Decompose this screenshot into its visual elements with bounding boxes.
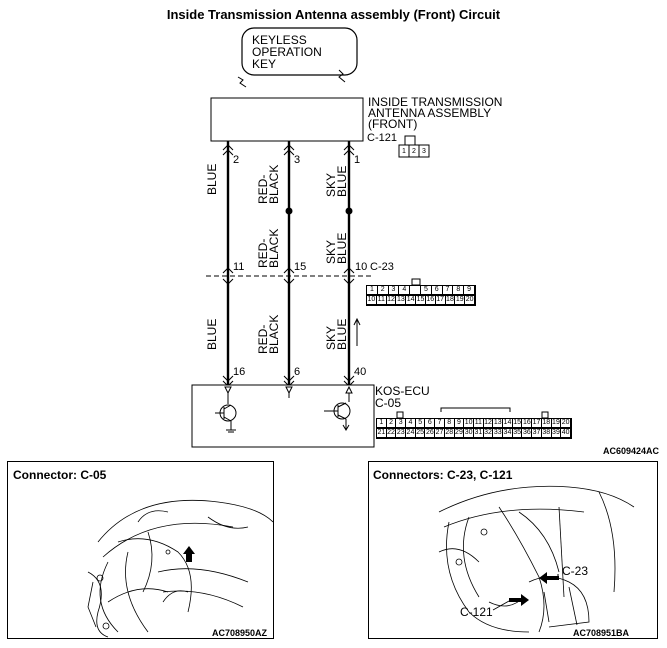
wire-color-label: RED-BLACK <box>256 228 281 268</box>
connector-chevrons-mid <box>222 267 355 285</box>
ecu-internal-circuit <box>215 385 353 433</box>
connector-c05-panel: Connector: C-05 AC708950AZ <box>7 461 274 639</box>
panel-left-code: AC708950AZ <box>212 628 268 638</box>
splice-dot <box>285 207 293 215</box>
splice-dot <box>345 207 353 215</box>
pin-bot-w3: 40 <box>354 366 367 378</box>
c05-label: C-05 <box>375 396 402 410</box>
key-label-3: KEY <box>252 57 277 71</box>
c121-pin-3: 3 <box>422 148 426 155</box>
pin-top-w3: 1 <box>354 154 361 166</box>
wiring-diagram <box>191 27 549 448</box>
console-illustration <box>438 485 635 633</box>
arrow-left-icon <box>539 572 559 584</box>
callout-c121: C-121 <box>460 605 493 619</box>
kos-ecu-box <box>191 384 375 448</box>
key-label-2: OPERATION <box>252 45 322 59</box>
wire-color-label: RED-BLACK <box>256 164 281 204</box>
dashboard-illustration <box>87 499 273 638</box>
signal-icon <box>338 69 346 83</box>
wire-color-label: BLUE <box>205 163 219 195</box>
c23-label: C-23 <box>370 261 394 273</box>
panel-right-code: AC708951BA <box>573 628 630 638</box>
antenna-label-1: INSIDE TRANSMISSION <box>368 95 503 109</box>
connector-c23-c121-panel: Connectors: C-23, C-121 C-23 C-121 AC708… <box>368 461 658 639</box>
callout-c23: C-23 <box>562 564 589 578</box>
pin-mid-w1: 11 <box>233 261 245 273</box>
wire-color-label: SKY BLUE <box>324 232 349 264</box>
pin-top-w2: 3 <box>294 154 301 166</box>
pin-mid-w3: 10 <box>355 261 368 273</box>
c121-connector-icon <box>398 135 430 158</box>
c121-pin-1: 1 <box>402 148 406 155</box>
c121-pin-2: 2 <box>412 148 416 155</box>
c121-label: C-121 <box>367 132 397 144</box>
diagram-title: Inside Transmission Antenna assembly (Fr… <box>166 7 501 22</box>
pin-mid-w2: 15 <box>294 261 307 273</box>
pin-bot-w2: 6 <box>294 366 301 378</box>
connector-chevrons-top <box>222 144 355 156</box>
wire-color-label: SKY BLUE <box>324 165 349 197</box>
antenna-label-2: ANTENNA ASSEMBLY <box>368 106 492 120</box>
antenna-assembly-box <box>210 97 364 142</box>
wire-color-label: RED-BLACK <box>256 314 281 354</box>
key-label-1: KEYLESS <box>252 33 307 47</box>
ecu-label: KOS-ECU <box>375 384 430 398</box>
arrow-right-icon <box>509 594 529 606</box>
wire-color-label: BLUE <box>205 318 219 350</box>
panel-right-title: Connectors: C-23, C-121 <box>373 468 513 482</box>
antenna-label-3: (FRONT) <box>368 117 418 131</box>
pin-bot-w1: 16 <box>233 366 246 378</box>
signal-icon <box>237 76 247 88</box>
figure-code: AC609424AC <box>603 446 660 456</box>
pin-top-w1: 2 <box>233 154 240 166</box>
arrow-icon <box>183 546 195 562</box>
c05-latch-icon <box>440 407 511 412</box>
keyless-key-box <box>241 27 358 76</box>
panel-left-title: Connector: C-05 <box>13 468 107 482</box>
wire-color-label: SKY BLUE <box>324 318 349 350</box>
